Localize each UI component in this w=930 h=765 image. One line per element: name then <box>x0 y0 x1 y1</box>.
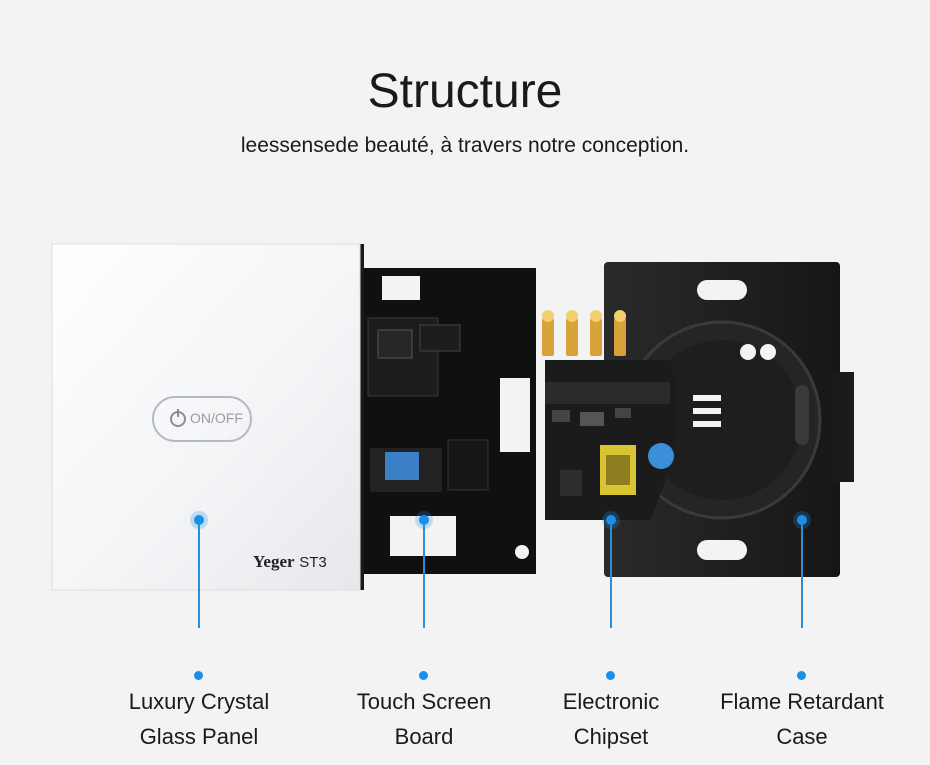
glass-panel <box>51 243 364 591</box>
label-line: Flame Retardant <box>720 689 884 714</box>
page-title: Structure <box>367 65 563 118</box>
callout-line <box>423 525 425 628</box>
label-line: Chipset <box>573 724 649 749</box>
page-subtitle: leessensede beauté, à travers notre conc… <box>240 134 690 157</box>
label-line: Board <box>394 724 454 749</box>
model-name: ST3 <box>299 554 327 571</box>
component-label: Touch Screen Board <box>324 684 524 754</box>
callout-dot <box>419 515 429 525</box>
callout-dot <box>797 515 807 525</box>
label-dot <box>419 671 428 680</box>
component-label: Flame Retardant Case <box>702 684 902 754</box>
onoff-label: ON/OFF <box>190 410 243 426</box>
label-dot <box>797 671 806 680</box>
label-dot <box>194 671 203 680</box>
electronic-chipset <box>542 310 677 520</box>
component-label: Luxury Crystal Glass Panel <box>99 684 299 754</box>
label-line: Case <box>776 724 828 749</box>
label-line: Electronic <box>562 689 660 714</box>
label-line: Luxury Crystal <box>128 689 270 714</box>
callout-dot <box>194 515 204 525</box>
component-label: Electronic Chipset <box>511 684 711 754</box>
brand-mark: Yeger ST3 <box>253 552 327 572</box>
brand-name: Yeger <box>253 552 295 571</box>
flame-retardant-case <box>604 262 854 577</box>
label-line: Glass Panel <box>139 724 259 749</box>
callout-line <box>610 525 612 628</box>
callout-line <box>801 525 803 628</box>
label-line: Touch Screen <box>356 689 492 714</box>
label-dot <box>606 671 615 680</box>
callout-dot <box>606 515 616 525</box>
callout-line <box>198 525 200 628</box>
touch-screen-board <box>364 268 536 574</box>
